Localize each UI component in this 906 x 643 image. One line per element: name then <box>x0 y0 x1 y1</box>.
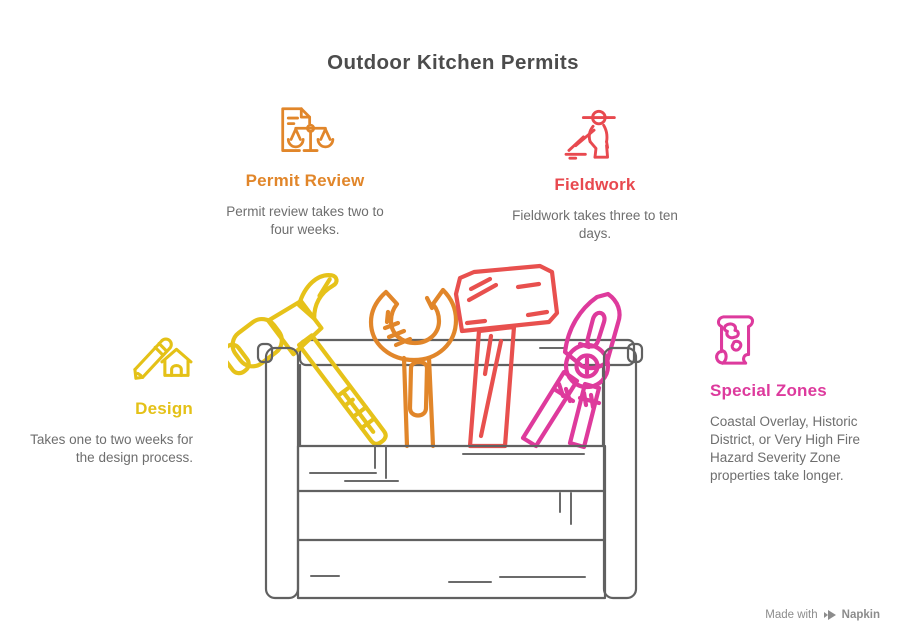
document-scales-icon <box>203 106 407 158</box>
pliers <box>520 291 622 450</box>
section-permit-review: Permit Review Permit review takes two to… <box>203 106 407 239</box>
section-description: Coastal Overlay, Historic District, or V… <box>710 414 861 484</box>
toolbox-illustration <box>228 263 644 600</box>
section-fieldwork: Fieldwork Fieldwork takes three to ten d… <box>493 106 697 243</box>
pencil-house-icon <box>3 330 193 386</box>
section-heading: Fieldwork <box>554 175 636 194</box>
field-worker-icon <box>493 106 697 162</box>
section-description: Permit review takes two to four weeks. <box>226 204 384 238</box>
open-end-wrench <box>368 287 459 449</box>
watermark: Made with Napkin <box>765 609 880 621</box>
section-heading: Permit Review <box>245 171 365 190</box>
section-heading: Design <box>135 399 193 418</box>
page-title: Outdoor Kitchen Permits <box>327 51 579 74</box>
section-special-zones: Special Zones Coastal Overlay, Historic … <box>710 313 886 485</box>
watermark-brand: Napkin <box>841 609 880 621</box>
claw-hammer <box>228 273 388 446</box>
toolbox-body <box>256 342 644 600</box>
watermark-prefix: Made with <box>765 609 818 621</box>
section-design: Design Takes one to two weeks for the de… <box>3 330 193 467</box>
section-heading: Special Zones <box>710 381 827 400</box>
section-description: Fieldwork takes three to ten days. <box>512 208 678 242</box>
napkin-logo-icon <box>823 610 836 620</box>
mallet <box>453 263 560 449</box>
section-description: Takes one to two weeks for the design pr… <box>30 432 193 466</box>
zones-scroll-icon <box>710 313 886 367</box>
